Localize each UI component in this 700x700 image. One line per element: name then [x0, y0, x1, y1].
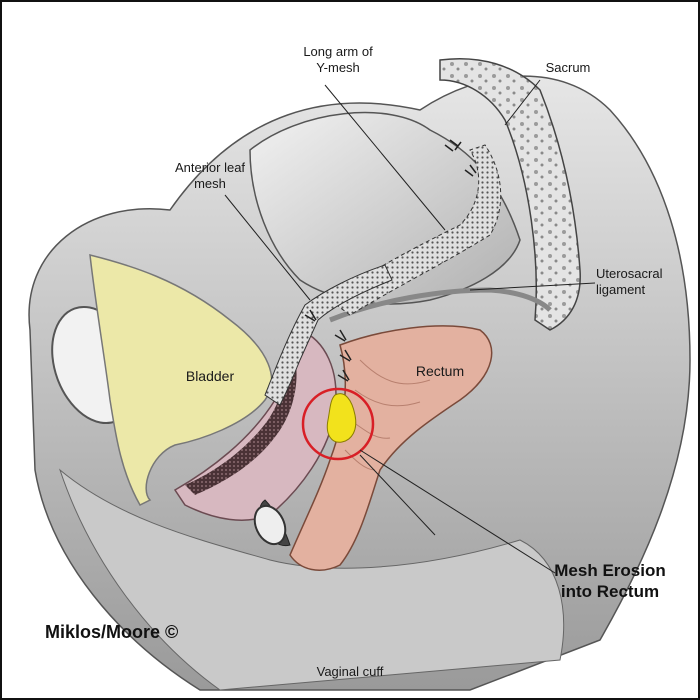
credit-text: Miklos/Moore ©	[45, 622, 179, 642]
erosion-highlight-circle	[301, 387, 375, 461]
label-uterosacral: Uterosacral ligament	[596, 266, 696, 298]
bladder	[89, 254, 273, 506]
pelvic-floor	[58, 468, 565, 691]
label-uterosacral-line1: Uterosacral	[596, 266, 663, 281]
label-mesh-erosion: Mesh Erosion into Rectum	[540, 560, 680, 602]
label-bladder: Bladder	[185, 368, 235, 384]
label-rectum: Rectum	[415, 363, 465, 379]
label-sacrum: Sacrum	[545, 60, 591, 75]
label-anterior-leaf: Anterior leaf mesh	[160, 160, 260, 192]
label-vaginal-cuff: Vaginal cuff	[316, 664, 384, 679]
vaginal-wall	[185, 345, 297, 495]
label-anterior-leaf-line2: mesh	[194, 176, 226, 191]
mesh-erosion	[326, 393, 357, 443]
label-uterosacral-line2: ligament	[596, 282, 646, 297]
rectum-folds	[344, 359, 431, 471]
anterior-leaf-mesh	[264, 264, 393, 406]
suture-marks	[304, 139, 477, 382]
leader-lines	[224, 79, 596, 574]
label-long-arm-line1: Long arm of	[303, 44, 373, 59]
perineal-ring	[253, 504, 287, 546]
label-mesh-erosion-line1: Mesh Erosion	[554, 561, 666, 580]
label-long-arm-line2: Y-mesh	[316, 60, 360, 75]
label-mesh-erosion-line2: into Rectum	[560, 582, 660, 601]
uterosacral-ligament	[329, 287, 552, 323]
sacrum	[439, 58, 581, 331]
rectum	[289, 325, 493, 571]
label-anterior-leaf-line1: Anterior leaf	[174, 160, 246, 175]
label-long-arm: Long arm of Y-mesh	[283, 44, 393, 76]
